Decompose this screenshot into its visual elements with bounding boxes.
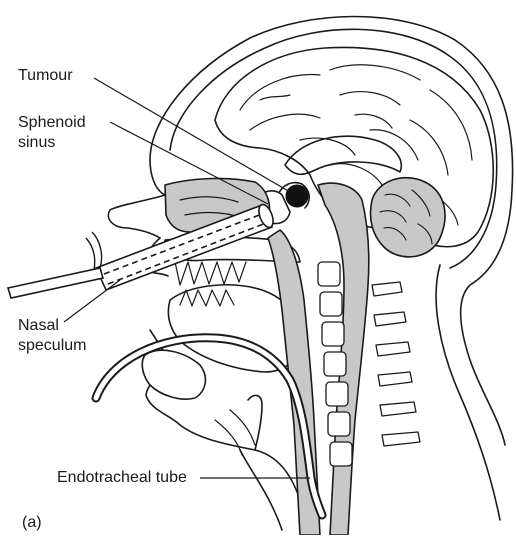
panel-label: (a) — [22, 513, 42, 532]
epiglottis — [248, 395, 262, 450]
cerebellum — [371, 178, 445, 257]
mandible — [142, 350, 205, 399]
label-nasal-line1: Nasal — [18, 316, 59, 335]
label-sphenoid-line1: Sphenoid — [18, 113, 86, 132]
label-nasal-line2: speculum — [18, 336, 86, 355]
posterior-neck-line — [436, 265, 500, 520]
speculum-handle — [86, 232, 102, 270]
endoscope-rod — [8, 268, 103, 298]
label-sphenoid-line2: sinus — [18, 133, 55, 152]
upper-teeth — [175, 262, 246, 285]
neck-front — [240, 450, 282, 530]
tumour-mass — [286, 185, 308, 207]
label-tumour: Tumour — [18, 66, 73, 85]
forehead-nose-profile — [108, 160, 165, 238]
label-endotracheal-tube: Endotracheal tube — [57, 468, 187, 487]
nasal-speculum-leader — [64, 280, 120, 322]
spinous-processes — [372, 282, 420, 446]
